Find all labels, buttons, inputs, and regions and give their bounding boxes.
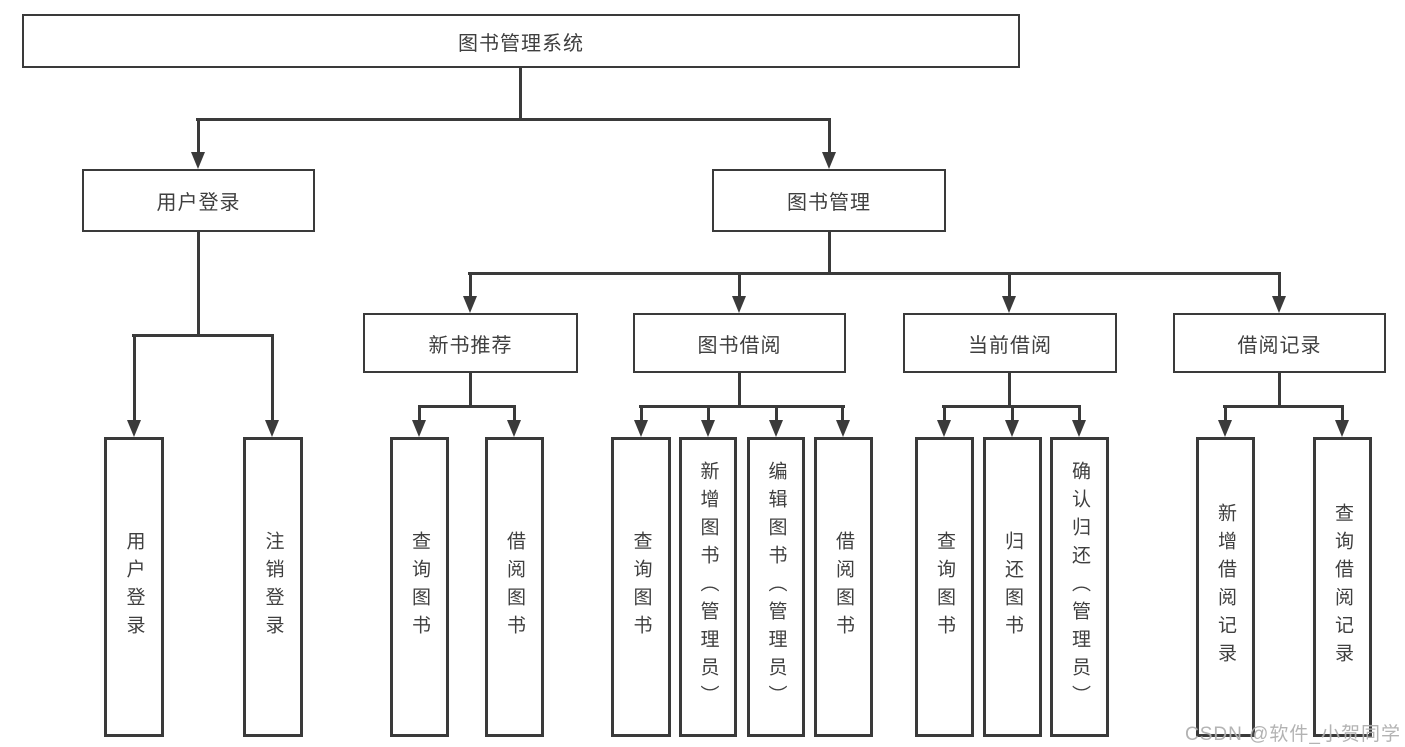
leaf-confirm-return-admin: 确认归还（管理员） bbox=[1050, 437, 1109, 737]
connector-stub bbox=[1341, 405, 1344, 421]
connector-records-stem bbox=[1278, 373, 1281, 405]
arrow-to-current-borrow bbox=[1002, 296, 1016, 313]
connector-root-stem bbox=[519, 68, 522, 118]
connector-root-branch bbox=[196, 118, 831, 121]
node-label: 借阅记录 bbox=[1237, 334, 1322, 357]
node-new-book-recommend: 新书推荐 bbox=[363, 313, 578, 373]
connector-stub bbox=[775, 405, 778, 421]
leaf-borrow-books-borrowing: 借阅图书 bbox=[814, 437, 873, 737]
connector-user-login-branch bbox=[132, 334, 274, 337]
arrow-to-leaf bbox=[1218, 420, 1232, 437]
connector-to-leaf-logout bbox=[271, 334, 274, 421]
node-label: 图书管理系统 bbox=[458, 32, 584, 55]
node-book-borrowing: 图书借阅 bbox=[633, 313, 846, 373]
connector-to-book-borrow bbox=[738, 272, 741, 298]
leaf-label: 借阅图书 bbox=[833, 531, 854, 643]
connector-book-borrow-branch bbox=[639, 405, 845, 408]
connector-stub bbox=[418, 405, 421, 421]
leaf-edit-books-admin: 编辑图书（管理员） bbox=[747, 437, 805, 737]
arrow-to-leaf bbox=[937, 420, 951, 437]
node-borrowing-records: 借阅记录 bbox=[1173, 313, 1386, 373]
node-user-login: 用户登录 bbox=[82, 169, 315, 232]
leaf-label: 查询图书 bbox=[630, 531, 652, 643]
csdn-watermark: CSDN @软件_小贺同学 bbox=[1185, 724, 1401, 745]
leaf-borrow-books-recommend: 借阅图书 bbox=[485, 437, 544, 737]
connector-stub bbox=[943, 405, 946, 421]
node-label: 当前借阅 bbox=[968, 334, 1052, 357]
leaf-label: 归还图书 bbox=[1002, 531, 1023, 643]
leaf-query-books-recommend: 查询图书 bbox=[390, 437, 449, 737]
leaf-add-borrow-record: 新增借阅记录 bbox=[1196, 437, 1255, 737]
connector-to-new-books bbox=[469, 272, 472, 298]
node-book-management: 图书管理 bbox=[712, 169, 946, 232]
connector-stub bbox=[513, 405, 516, 421]
arrow-to-leaf bbox=[1005, 420, 1019, 437]
arrow-to-leaf bbox=[412, 420, 426, 437]
connector-stub bbox=[841, 405, 844, 421]
connector-book-mgmt-branch bbox=[468, 272, 1281, 275]
connector-user-login-stem bbox=[197, 232, 200, 335]
connector-stub bbox=[640, 405, 643, 421]
connector-to-current-borrow bbox=[1008, 272, 1011, 298]
node-label: 图书借阅 bbox=[697, 334, 782, 357]
node-current-borrowing: 当前借阅 bbox=[903, 313, 1117, 373]
leaf-label: 查询图书 bbox=[934, 531, 955, 643]
leaf-label: 新增图书（管理员） bbox=[697, 461, 719, 713]
arrow-to-borrow-records bbox=[1272, 296, 1286, 313]
arrow-to-book-mgmt bbox=[822, 152, 836, 169]
arrow-to-leaf bbox=[701, 420, 715, 437]
arrow-to-leaf bbox=[634, 420, 648, 437]
arrow-to-user-login bbox=[191, 152, 205, 169]
connector-to-leaf-user-login bbox=[133, 334, 136, 421]
connector-current-borrow-stem bbox=[1008, 373, 1011, 405]
connector-to-book-mgmt bbox=[828, 118, 831, 153]
leaf-label: 注销登录 bbox=[262, 531, 284, 643]
connector-to-borrow-records bbox=[1278, 272, 1281, 298]
connector-stub bbox=[1224, 405, 1227, 421]
leaf-user-login: 用户登录 bbox=[104, 437, 164, 737]
leaf-label: 编辑图书（管理员） bbox=[765, 461, 787, 713]
leaf-label: 查询图书 bbox=[409, 531, 430, 643]
arrow-to-leaf bbox=[507, 420, 521, 437]
leaf-label: 用户登录 bbox=[123, 531, 145, 643]
arrow-to-leaf bbox=[1072, 420, 1086, 437]
leaf-label: 借阅图书 bbox=[504, 531, 525, 643]
leaf-label: 查询借阅记录 bbox=[1332, 503, 1353, 671]
arrow-to-leaf-logout bbox=[265, 420, 279, 437]
node-root-library-management-system: 图书管理系统 bbox=[22, 14, 1020, 68]
arrow-to-book-borrow bbox=[732, 296, 746, 313]
connector-stub bbox=[1078, 405, 1081, 421]
node-label: 新书推荐 bbox=[428, 334, 513, 357]
arrow-to-leaf bbox=[769, 420, 783, 437]
leaf-label: 确认归还（管理员） bbox=[1069, 461, 1090, 713]
leaf-query-borrow-record: 查询借阅记录 bbox=[1313, 437, 1372, 737]
leaf-query-books-current: 查询图书 bbox=[915, 437, 974, 737]
connector-to-user-login bbox=[197, 118, 200, 153]
arrow-to-leaf bbox=[1335, 420, 1349, 437]
arrow-to-new-books bbox=[463, 296, 477, 313]
connector-new-books-stem bbox=[469, 373, 472, 405]
connector-new-books-branch bbox=[418, 405, 515, 408]
connector-book-mgmt-stem bbox=[828, 232, 831, 272]
node-label: 用户登录 bbox=[156, 192, 241, 214]
leaf-query-books-borrowing: 查询图书 bbox=[611, 437, 671, 737]
leaf-add-books-admin: 新增图书（管理员） bbox=[679, 437, 737, 737]
leaf-return-books: 归还图书 bbox=[983, 437, 1042, 737]
connector-stub bbox=[707, 405, 710, 421]
node-label: 图书管理 bbox=[787, 192, 871, 214]
connector-stub bbox=[1011, 405, 1014, 421]
arrow-to-leaf-user-login bbox=[127, 420, 141, 437]
connector-book-borrow-stem bbox=[738, 373, 741, 405]
leaf-logout: 注销登录 bbox=[243, 437, 303, 737]
arrow-to-leaf bbox=[836, 420, 850, 437]
connector-records-branch bbox=[1223, 405, 1344, 408]
leaf-label: 新增借阅记录 bbox=[1215, 503, 1236, 671]
